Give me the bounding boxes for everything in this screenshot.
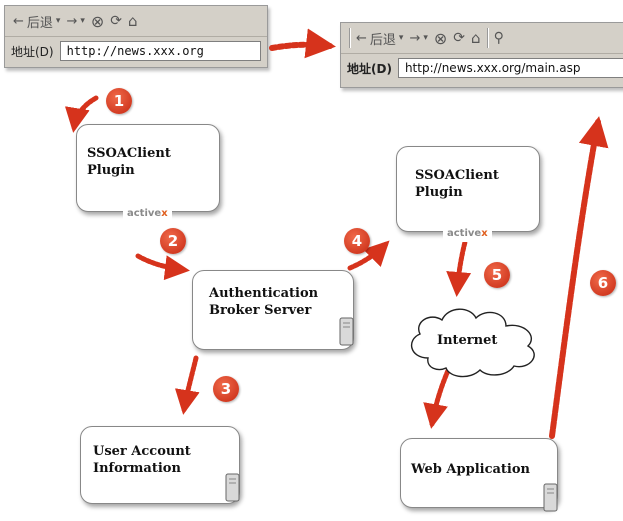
refresh-icon[interactable]: ⟳ xyxy=(110,13,123,29)
address-label: 地址(D) xyxy=(347,61,392,76)
forward-button[interactable]: → ▾ xyxy=(409,31,427,46)
arrow-step-1 xyxy=(64,95,99,133)
arrow-step-5 xyxy=(446,235,472,297)
server-icon xyxy=(225,473,240,502)
box-label: SSOAClient Plugin xyxy=(87,146,171,178)
arrow-step-2 xyxy=(135,253,190,281)
ssoaclient-plugin-box-right: SSOAClient Plugin activex xyxy=(396,146,540,242)
box-label: Authentication Broker Server xyxy=(209,286,319,318)
server-icon xyxy=(339,317,354,346)
forward-button[interactable]: → ▾ xyxy=(66,14,84,29)
user-account-information-box: User Account Information xyxy=(80,426,240,504)
address-input[interactable]: http://news.xxx.org/main.asp xyxy=(397,58,623,78)
chevron-down-icon: ▾ xyxy=(80,16,85,26)
back-button[interactable]: ← 后退 ▾ xyxy=(356,29,403,48)
arrow-step-4 xyxy=(347,240,390,271)
arrow-browser-to-browser xyxy=(269,28,336,59)
refresh-icon[interactable]: ⟳ xyxy=(453,30,466,46)
box-label: Web Application xyxy=(411,462,530,477)
step-badge-2: 2 xyxy=(160,228,186,254)
chevron-down-icon: ▾ xyxy=(55,16,61,26)
back-arrow-icon: ← xyxy=(13,13,24,29)
stop-icon[interactable]: ⊗ xyxy=(433,28,448,48)
address-input[interactable]: http://news.xxx.org xyxy=(59,41,261,61)
browser-toolbar: ← 后退 ▾ → ▾ ⊗ ⟳ ⌂ xyxy=(5,6,267,37)
step-badge-4: 4 xyxy=(344,228,370,254)
arrow-step-6 xyxy=(549,116,609,439)
server-icon xyxy=(543,483,558,512)
ssoaclient-plugin-box-left: SSOAClient Plugin activex xyxy=(76,124,220,222)
browser-window-left: ← 后退 ▾ → ▾ ⊗ ⟳ ⌂ 地址(D) http://news.xxx.o… xyxy=(4,5,268,68)
back-label: 后退 xyxy=(26,15,53,31)
cloud-icon xyxy=(410,308,535,378)
address-label: 地址(D) xyxy=(11,44,54,59)
chevron-down-icon: ▾ xyxy=(423,33,428,43)
step-badge-5: 5 xyxy=(484,262,510,288)
step-badge-6: 6 xyxy=(590,270,616,296)
toolbar-separator xyxy=(349,28,350,48)
arrow-step-3 xyxy=(174,355,200,415)
browser-toolbar: ← 后退 ▾ → ▾ ⊗ ⟳ ⌂ ⚲ xyxy=(341,23,623,54)
activex-badge: activex xyxy=(443,225,492,242)
search-icon[interactable]: ⚲ xyxy=(493,30,504,46)
browser-window-right: ← 后退 ▾ → ▾ ⊗ ⟳ ⌂ ⚲ 地址(D) http://news.xxx… xyxy=(340,22,623,88)
box-label: User Account Information xyxy=(93,444,191,476)
chevron-down-icon: ▾ xyxy=(398,33,404,43)
step-badge-1: 1 xyxy=(106,88,132,114)
internet-label: Internet xyxy=(437,333,498,348)
web-application-box: Web Application xyxy=(400,438,558,512)
forward-arrow-icon: → xyxy=(409,30,421,46)
back-button[interactable]: ← 后退 ▾ xyxy=(13,12,60,31)
address-bar: 地址(D) http://news.xxx.org/main.asp xyxy=(341,54,623,82)
stop-icon[interactable]: ⊗ xyxy=(90,11,105,31)
address-bar: 地址(D) http://news.xxx.org xyxy=(5,37,267,65)
forward-arrow-icon: → xyxy=(66,13,78,29)
toolbar-separator xyxy=(486,28,488,48)
home-icon[interactable]: ⌂ xyxy=(471,29,481,47)
step-badge-3: 3 xyxy=(213,376,239,402)
box-label: SSOAClient Plugin xyxy=(415,168,499,200)
home-icon[interactable]: ⌂ xyxy=(128,12,138,30)
authentication-broker-server-box: Authentication Broker Server xyxy=(192,270,354,350)
activex-badge: activex xyxy=(123,205,172,222)
back-label: 后退 xyxy=(369,32,396,48)
back-arrow-icon: ← xyxy=(356,30,367,46)
